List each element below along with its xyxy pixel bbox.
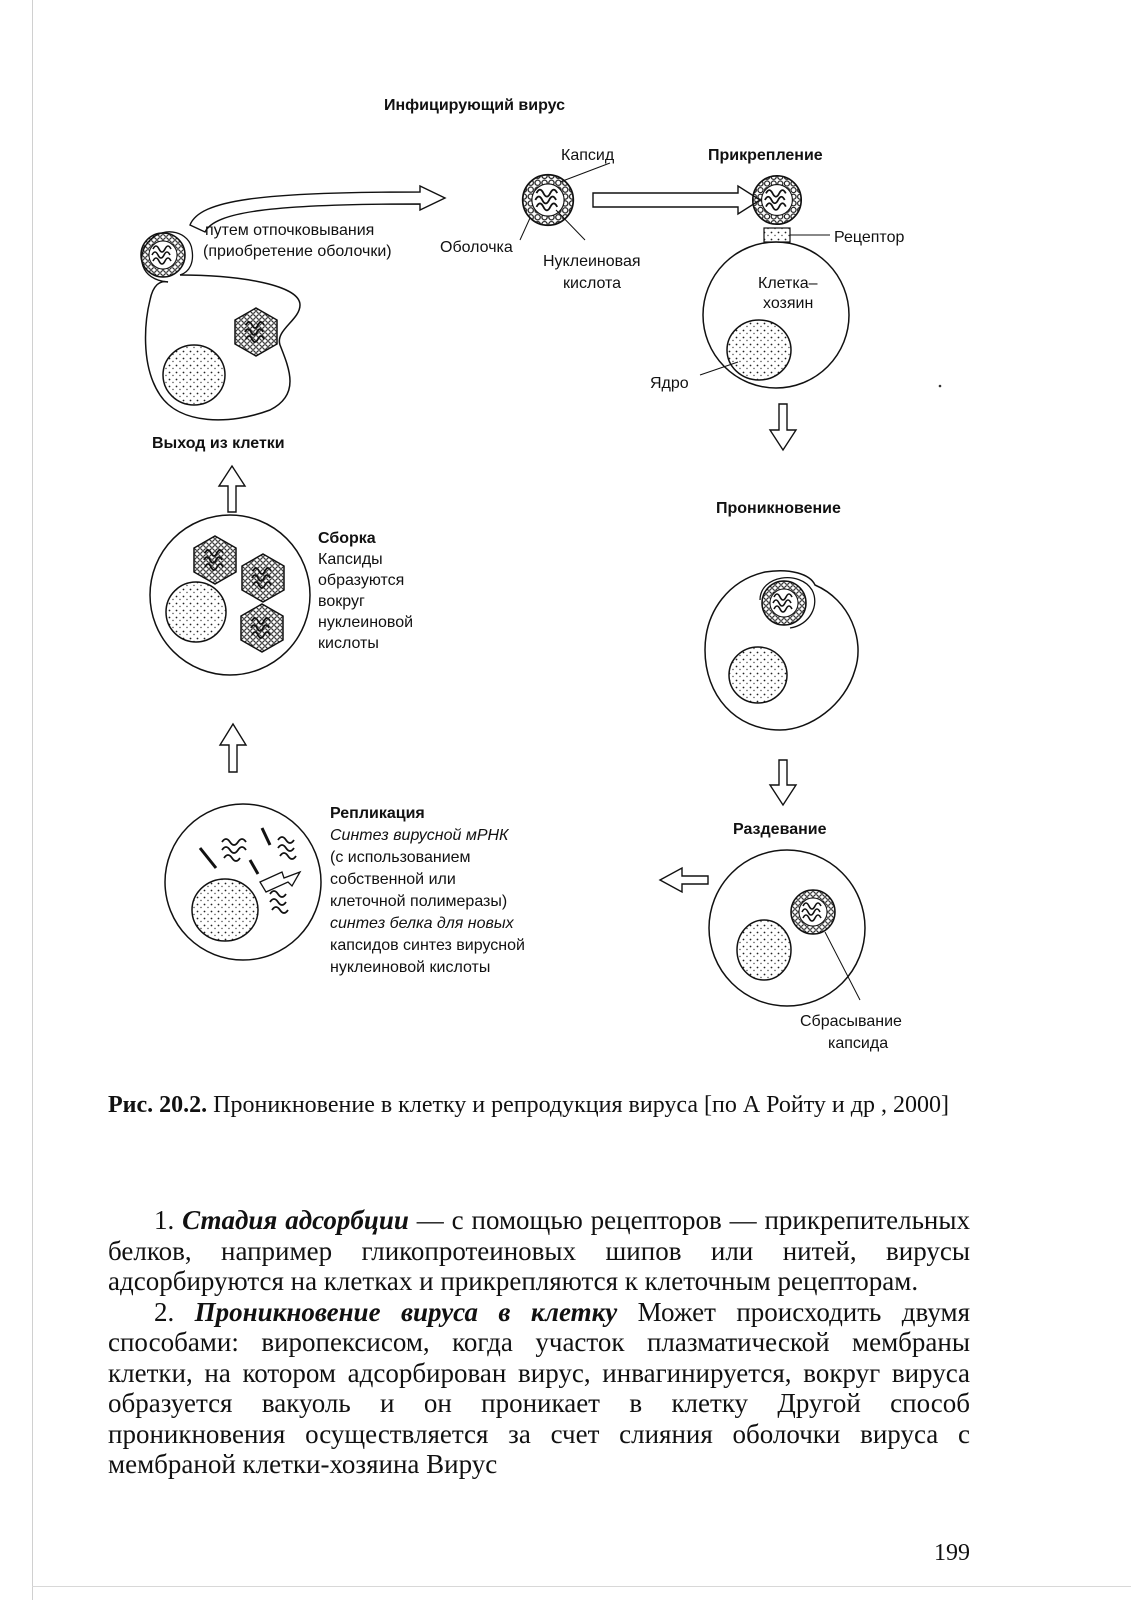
- label-capsid-shedding-1: Сбрасывание: [800, 1013, 902, 1030]
- virus-reproduction-diagram: Инфицирующий вирус Капсид Оболочка Нукле…: [140, 97, 942, 1052]
- label-budding-2: (приобретение оболочки): [203, 243, 392, 260]
- label-nucleic-acid-2: кислота: [563, 275, 621, 292]
- replication-line-6: капсидов синтез вирусной: [330, 937, 525, 954]
- arrow-down-1: [768, 403, 798, 452]
- p1-number: 1.: [154, 1205, 183, 1235]
- assembly-line-5: кислоты: [318, 635, 379, 652]
- replication-line-3: собственной или: [330, 871, 456, 888]
- caption-text: Проникновение в клетку и репродукция вир…: [207, 1092, 949, 1118]
- label-host-cell-2: хозяин: [763, 295, 813, 312]
- label-envelope: Оболочка: [440, 239, 513, 256]
- cell-replication: [164, 803, 322, 961]
- p2-text: Может происходить двумя способами: вироп…: [108, 1296, 971, 1480]
- p2-number: 2.: [154, 1296, 195, 1327]
- leader-nucleus: [699, 361, 739, 376]
- replication-line-1: Синтез вирусной мРНК: [330, 827, 510, 844]
- cell-uncoating: [708, 849, 866, 1007]
- assembly-line-2: образуются: [318, 572, 404, 589]
- replication-line-4: клеточной полимеразы): [330, 893, 507, 910]
- label-replication: Репликация: [330, 805, 425, 822]
- replication-line-5: синтез белка для новых: [330, 915, 515, 932]
- label-nucleus: Ядро: [650, 375, 689, 392]
- arrow-up-1: [218, 722, 248, 773]
- scan-edge-bottom: [32, 1586, 1131, 1587]
- label-assembly: Сборка: [318, 530, 376, 547]
- label-nucleic-acid-1: Нуклеиновая: [543, 253, 641, 270]
- arrow-down-2: [768, 759, 798, 807]
- label-uncoating: Раздевание: [733, 821, 827, 838]
- replication-line-2: (с использованием: [330, 849, 471, 866]
- label-attachment: Прикрепление: [708, 147, 823, 164]
- caption-label: Рис. 20.2.: [108, 1092, 208, 1118]
- arrow-up-2: [217, 464, 247, 513]
- p2-term: Проникновение вируса в клетку: [194, 1296, 618, 1327]
- host-cell-attachment: [702, 174, 850, 389]
- label-capsid: Капсид: [561, 147, 615, 164]
- label-capsid-shedding-2: капсида: [828, 1035, 888, 1052]
- label-host-cell-1: Клетка–: [758, 275, 818, 292]
- replication-line-7: нуклеиновой кислоты: [330, 959, 490, 976]
- arrow-budding: [189, 184, 447, 233]
- p1-text: — с помощью рецепторов — прикрепительных…: [108, 1205, 971, 1296]
- paragraph-2: 2. Проникновение вируса в клетку Может п…: [108, 1297, 970, 1480]
- label-penetration: Проникновение: [716, 500, 841, 517]
- cell-assembly: [149, 514, 311, 676]
- assembly-line-4: нуклеиновой: [318, 614, 413, 631]
- scan-edge-left: [32, 0, 33, 1600]
- free-virion: [521, 173, 575, 227]
- label-budding-1: путем отпочковывания: [205, 222, 374, 239]
- assembly-line-1: Капсиды: [318, 551, 383, 568]
- leader-capsid: [559, 162, 611, 183]
- leader-envelope: [519, 217, 531, 241]
- assembly-line-3: вокруг: [318, 593, 365, 610]
- arrow-to-attachment: [592, 184, 762, 216]
- paragraph-1: 1. Стадия адсорбции — с помощью рецептор…: [108, 1205, 970, 1297]
- page-number: 199: [934, 1540, 970, 1566]
- speck: [938, 384, 942, 388]
- leader-nucleic-acid: [555, 209, 586, 241]
- title-infecting-virus: Инфицирующий вирус: [384, 97, 565, 114]
- label-exit: Выход из клетки: [152, 435, 285, 452]
- figure-caption: Рис. 20.2. Проникновение в клетку и репр…: [108, 1092, 968, 1119]
- cell-penetration: [704, 570, 859, 731]
- p1-term: Стадия адсорбции: [182, 1205, 409, 1235]
- cell-exit: [140, 231, 301, 421]
- label-receptor: Рецептор: [834, 229, 904, 246]
- body-text: 1. Стадия адсорбции — с помощью рецептор…: [108, 1205, 970, 1480]
- arrow-left: [658, 866, 709, 894]
- leader-capsid-shedding: [824, 931, 861, 1001]
